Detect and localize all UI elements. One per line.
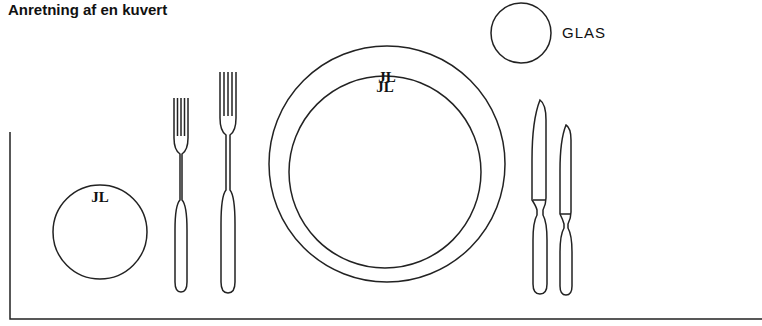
glass-outline <box>490 2 552 64</box>
fork <box>220 72 236 293</box>
dinner-plate: JLJL <box>268 45 506 283</box>
title: Anretning af en kuvert <box>8 1 167 18</box>
item-label: GLAS <box>562 25 606 41</box>
circle-outline <box>53 185 147 279</box>
monogram: JL <box>91 189 109 205</box>
fork <box>174 98 188 292</box>
knife <box>532 100 547 294</box>
circle-outline <box>491 3 551 63</box>
monogram: JL <box>378 69 396 85</box>
glass: GLAS <box>490 2 611 64</box>
circle-outline <box>269 46 505 282</box>
table-edge <box>10 132 762 319</box>
inner-plate-outline <box>288 75 482 269</box>
circle-outline <box>289 76 481 268</box>
knife <box>560 125 572 295</box>
inner-plate: JL <box>288 75 482 269</box>
bread-plate: JL <box>52 184 148 280</box>
